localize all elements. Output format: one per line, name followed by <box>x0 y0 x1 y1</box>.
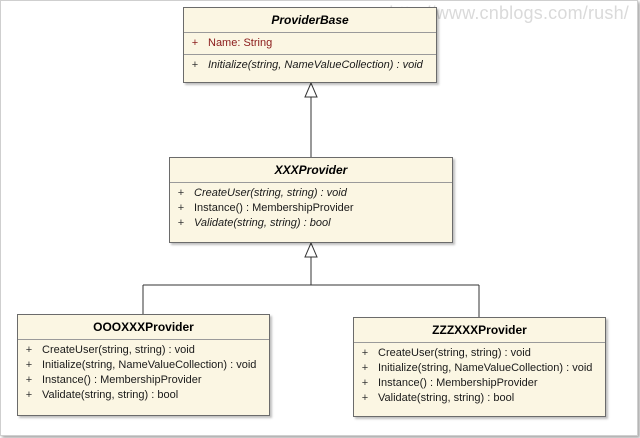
visibility-marker: + <box>25 359 33 371</box>
operation-signature: Instance() : MembershipProvider <box>378 377 538 389</box>
operations-compartment: + Initialize(string, NameValueCollection… <box>184 55 436 76</box>
operation-signature: Initialize(string, NameValueCollection) … <box>42 359 257 371</box>
visibility-marker: + <box>191 37 199 49</box>
operation-row: + Initialize(string, NameValueCollection… <box>18 358 269 373</box>
operation-signature: Instance() : MembershipProvider <box>42 374 202 386</box>
operation-row: + CreateUser(string, string) : void <box>18 343 269 358</box>
operation-signature: Validate(string, string) : bool <box>194 217 331 229</box>
class-zzzxxx-provider[interactable]: ZZZXXXProvider + CreateUser(string, stri… <box>353 317 606 417</box>
operation-signature: Initialize(string, NameValueCollection) … <box>208 59 423 71</box>
attribute-signature: Name: String <box>208 37 273 49</box>
visibility-marker: + <box>177 217 185 229</box>
operation-signature: CreateUser(string, string) : void <box>194 187 347 199</box>
visibility-marker: + <box>361 377 369 389</box>
attributes-compartment: + Name: String <box>184 33 436 55</box>
class-oooxxx-provider[interactable]: OOOXXXProvider + CreateUser(string, stri… <box>17 314 270 416</box>
class-name-xxx-provider: XXXProvider <box>170 158 452 183</box>
visibility-marker: + <box>25 389 33 401</box>
visibility-marker: + <box>177 202 185 214</box>
visibility-marker: + <box>361 347 369 359</box>
operation-signature: CreateUser(string, string) : void <box>42 344 195 356</box>
visibility-marker: + <box>191 59 199 71</box>
class-xxx-provider[interactable]: XXXProvider + CreateUser(string, string)… <box>169 157 453 243</box>
operations-compartment: + CreateUser(string, string) : void + In… <box>170 183 452 234</box>
attribute-row: + Name: String <box>184 36 436 51</box>
visibility-marker: + <box>25 344 33 356</box>
operation-row: + Initialize(string, NameValueCollection… <box>354 361 605 376</box>
operation-signature: Validate(string, string) : bool <box>378 392 515 404</box>
visibility-marker: + <box>177 187 185 199</box>
watermark-url: http://www.cnblogs.com/rush/ <box>389 3 629 23</box>
visibility-marker: + <box>361 362 369 374</box>
operation-row: + Instance() : MembershipProvider <box>354 376 605 391</box>
operation-row: + Instance() : MembershipProvider <box>18 373 269 388</box>
operation-row: + Validate(string, string) : bool <box>354 391 605 406</box>
operation-row: + CreateUser(string, string) : void <box>170 186 452 201</box>
class-name-zzzxxx-provider: ZZZXXXProvider <box>354 318 605 343</box>
class-name-oooxxx-provider: OOOXXXProvider <box>18 315 269 340</box>
operation-row: + Instance() : MembershipProvider <box>170 201 452 216</box>
visibility-marker: + <box>361 392 369 404</box>
inheritance-arrowhead-base <box>304 81 318 98</box>
inheritance-arrowhead-xxx <box>304 241 318 258</box>
operation-row: + Validate(string, string) : bool <box>18 388 269 403</box>
operation-signature: Validate(string, string) : bool <box>42 389 179 401</box>
class-name-provider-base: ProviderBase <box>184 8 436 33</box>
operation-signature: Instance() : MembershipProvider <box>194 202 354 214</box>
operation-row: + Validate(string, string) : bool <box>170 216 452 231</box>
class-provider-base[interactable]: ProviderBase + Name: String + Initialize… <box>183 7 437 83</box>
operation-signature: Initialize(string, NameValueCollection) … <box>378 362 593 374</box>
operations-compartment: + CreateUser(string, string) : void + In… <box>354 343 605 409</box>
visibility-marker: + <box>25 374 33 386</box>
operations-compartment: + CreateUser(string, string) : void + In… <box>18 340 269 406</box>
operation-row: + CreateUser(string, string) : void <box>354 346 605 361</box>
operation-row: + Initialize(string, NameValueCollection… <box>184 58 436 73</box>
operation-signature: CreateUser(string, string) : void <box>378 347 531 359</box>
